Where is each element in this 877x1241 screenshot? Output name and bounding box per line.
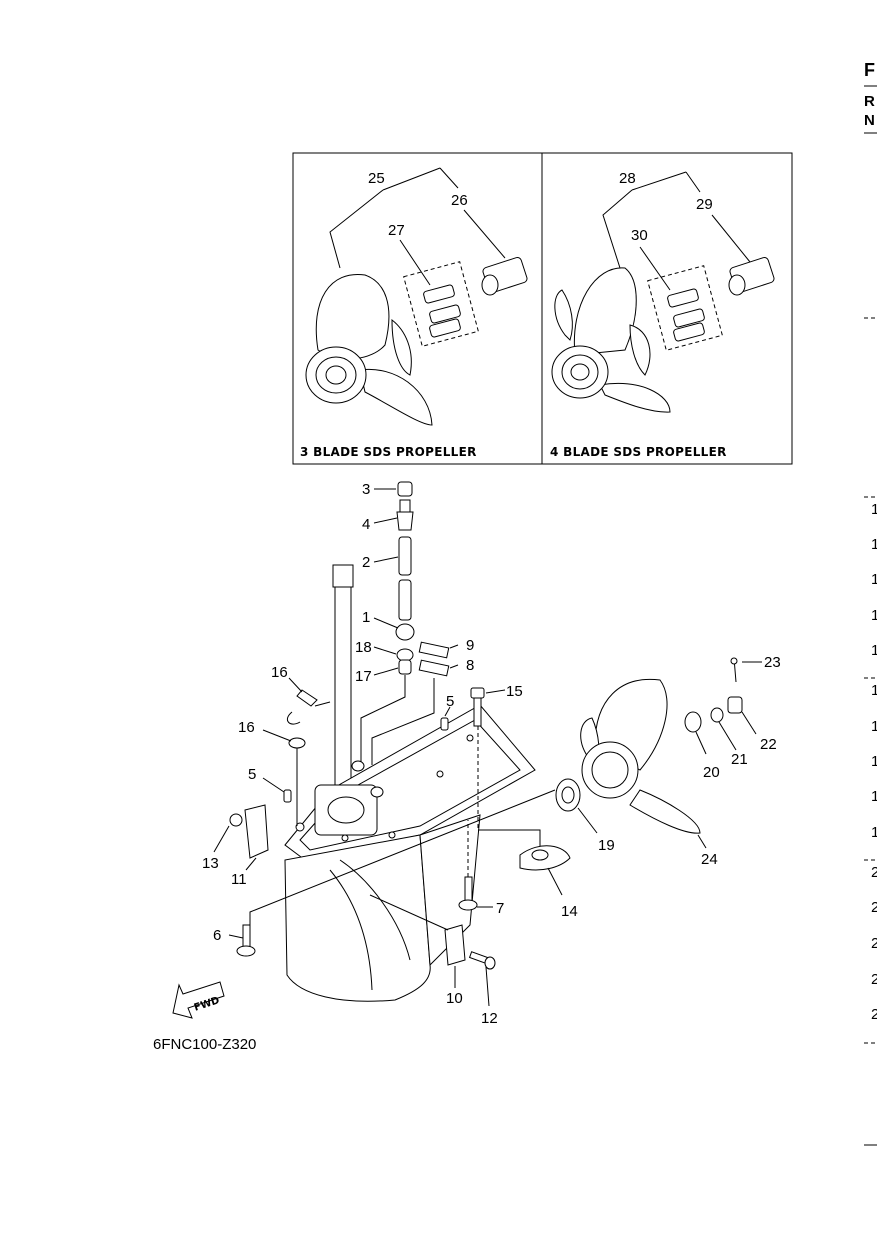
propeller-24-icon (580, 678, 701, 834)
four-blade-propeller-panel: 28 29 30 (550, 170, 775, 459)
callout-28: 28 (619, 170, 636, 187)
bolt-icon (470, 687, 485, 727)
callout-10: 10 (446, 990, 463, 1007)
callout-21: 21 (731, 751, 748, 768)
callout-22: 22 (760, 736, 777, 753)
callout-6: 6 (213, 927, 221, 944)
lower-unit-exploded-view: FWD 6FNC100-Z320 3 4 2 1 18 9 8 17 16 16… (153, 481, 781, 1053)
callout-14: 14 (561, 903, 578, 920)
four-blade-caption: 4 BLADE SDS PROPELLER (550, 445, 727, 459)
callout-7: 7 (496, 900, 504, 917)
three-blade-propeller-panel: 25 26 27 (300, 167, 528, 459)
three-blade-propeller-icon (305, 273, 433, 426)
edge-number: 2 (871, 899, 877, 916)
bushing-kit-icon (667, 288, 705, 342)
trim-tab-icon (229, 804, 269, 859)
grommet-16-icon (287, 689, 331, 749)
edge-number: 1 (871, 788, 877, 805)
edge-number: 1 (871, 642, 877, 659)
callout-29: 29 (696, 196, 713, 213)
callout-16: 16 (271, 664, 288, 681)
edge-letter: R (864, 93, 875, 110)
callout-5: 5 (446, 693, 454, 710)
callout-24: 24 (701, 851, 718, 868)
drive-shaft-icon (332, 564, 354, 786)
callout-4: 4 (362, 516, 370, 533)
callout-16: 16 (238, 719, 255, 736)
callout-30: 30 (631, 227, 648, 244)
callout-18: 18 (355, 639, 372, 656)
bolt-icon (236, 924, 256, 957)
edge-letter: N (864, 112, 875, 129)
callout-17: 17 (355, 668, 372, 685)
diagram-code: 6FNC100-Z320 (153, 1036, 256, 1053)
callout-3: 3 (362, 481, 370, 498)
washer-21-icon (710, 707, 724, 723)
edge-number: 1 (871, 607, 877, 624)
edge-number: 1 (871, 536, 877, 553)
edge-number: 1 (871, 753, 877, 770)
sds-propeller-inset: 25 26 27 (292, 152, 793, 465)
callout-labels: 3 4 2 1 18 9 8 17 16 16 5 5 15 13 11 6 7… (202, 481, 781, 1027)
callout-5: 5 (248, 766, 256, 783)
callout-1: 1 (362, 609, 370, 626)
trim-tab-14-icon (519, 845, 571, 871)
edge-number: 1 (871, 682, 877, 699)
spacer-26-icon (481, 256, 528, 296)
thrust-washer-icon (555, 778, 581, 812)
bushing-kit-icon (423, 284, 461, 338)
edge-number: 2 (871, 1006, 877, 1023)
edge-number: 2 (871, 971, 877, 988)
callout-8: 8 (466, 657, 474, 674)
callout-25: 25 (368, 170, 385, 187)
shaft-parts-stack (395, 481, 450, 677)
callout-23: 23 (764, 654, 781, 671)
edge-number: 1 (871, 501, 877, 518)
callout-2: 2 (362, 554, 370, 571)
edge-number: 2 (871, 864, 877, 881)
fwd-arrow-icon: FWD (172, 981, 225, 1019)
callout-26: 26 (451, 192, 468, 209)
edge-number: 2 (871, 935, 877, 952)
callout-9: 9 (466, 637, 474, 654)
callout-20: 20 (703, 764, 720, 781)
callout-15: 15 (506, 683, 523, 700)
callout-27: 27 (388, 222, 405, 239)
callout-12: 12 (481, 1010, 498, 1027)
edge-letter: F (864, 60, 875, 80)
edge-number: 1 (871, 571, 877, 588)
callout-11: 11 (231, 871, 247, 888)
three-blade-caption: 3 BLADE SDS PROPELLER (300, 445, 477, 459)
nut-22-icon (727, 696, 743, 714)
right-edge-column: F R N 1 1 1 1 1 1 1 1 1 1 2 2 2 2 2 (864, 60, 877, 1146)
callout-19: 19 (598, 837, 615, 854)
edge-number: 1 (871, 824, 877, 841)
anode-10-icon (444, 924, 496, 970)
spacer-20-icon (684, 711, 702, 733)
lower-casing-icon (284, 704, 536, 1002)
callout-13: 13 (202, 855, 219, 872)
spacer-29-icon (728, 256, 775, 296)
edge-number: 1 (871, 718, 877, 735)
four-blade-propeller-icon (551, 267, 671, 413)
